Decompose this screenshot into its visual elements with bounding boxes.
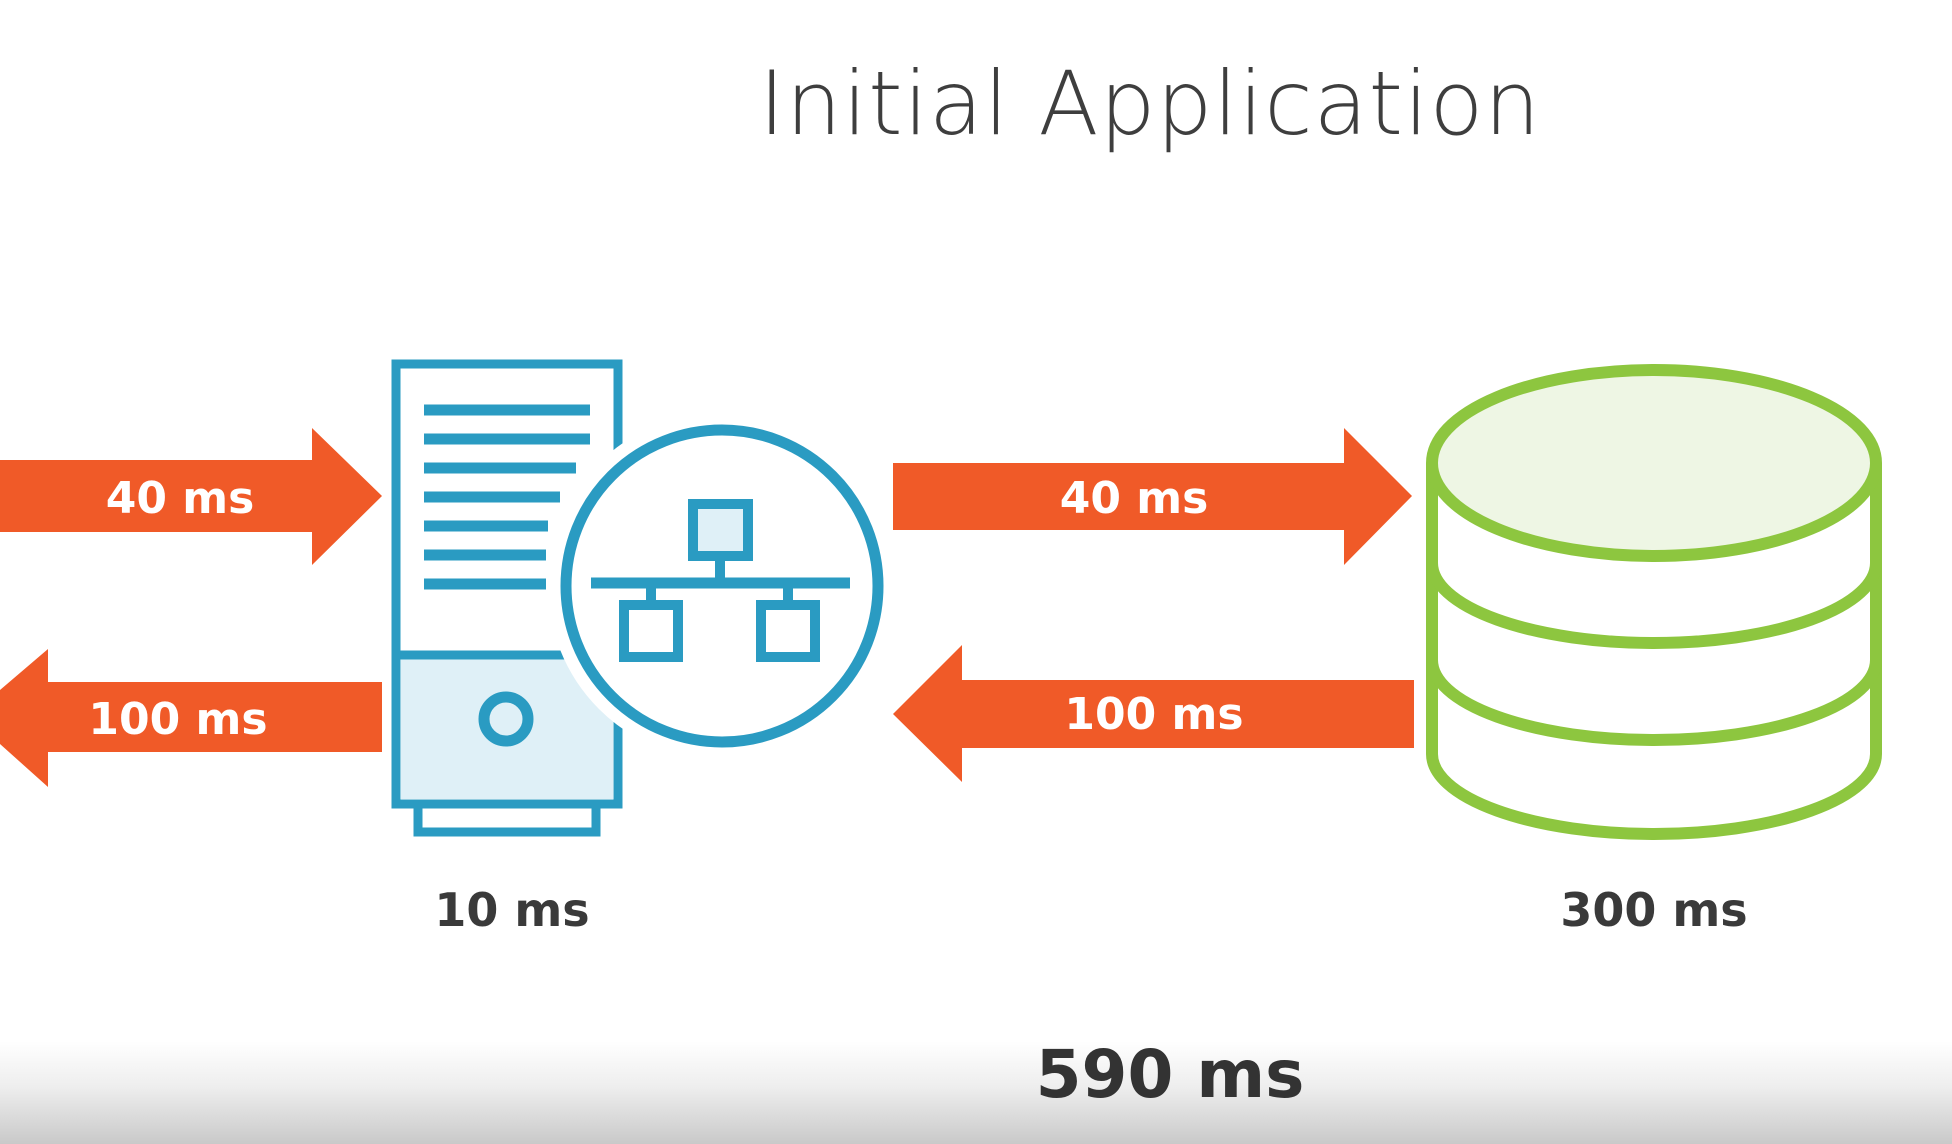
server-network-icon: [391, 359, 896, 837]
total-response-time: 590 ms: [1035, 1036, 1305, 1113]
arrow-server-to-db: 40 ms: [893, 428, 1412, 565]
arrow-db-to-server: 100 ms: [893, 645, 1414, 782]
database-icon: [1426, 364, 1882, 840]
arrow-label-client-to-server: 40 ms: [106, 473, 255, 524]
arrow-label-server-to-db: 40 ms: [1060, 473, 1209, 524]
arrow-server-to-client: 100 ms: [0, 649, 382, 787]
server-processing-time: 10 ms: [434, 883, 590, 937]
arrow-client-to-server: 40 ms: [0, 428, 382, 565]
arrow-label-server-to-client: 100 ms: [88, 694, 267, 745]
arrow-label-db-to-server: 100 ms: [1064, 689, 1243, 740]
slide-title: Initial Application: [758, 52, 1542, 155]
database-processing-time: 300 ms: [1560, 883, 1748, 937]
